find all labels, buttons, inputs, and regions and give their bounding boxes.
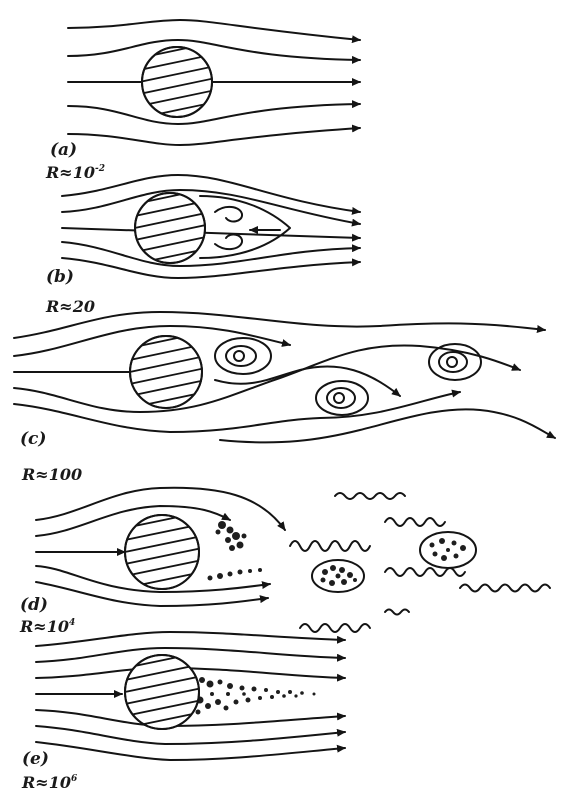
panel-b-streamline bbox=[62, 228, 360, 238]
panel-a-reynolds-exponent: -2 bbox=[95, 164, 105, 174]
panel-b-streamline bbox=[62, 175, 360, 212]
panel-c-reynolds: R≈100 bbox=[22, 462, 82, 484]
panel-c-vortex-1 bbox=[215, 338, 271, 374]
panel-c-streamline bbox=[14, 392, 460, 432]
panel-e-diagram bbox=[36, 632, 345, 760]
panel-d-eddy-right bbox=[420, 532, 476, 568]
panel-b-diagram bbox=[62, 175, 360, 278]
panel-d-eddy-left bbox=[312, 560, 364, 592]
panel-e-reynolds-base: R≈10 bbox=[22, 773, 71, 792]
panel-e-cylinder bbox=[115, 650, 212, 742]
panel-b-streamline bbox=[62, 242, 360, 266]
panel-e-streamline bbox=[36, 726, 345, 744]
panel-c-vortex-2 bbox=[316, 381, 368, 415]
panel-a-streamline bbox=[68, 104, 360, 124]
panel-c-reynolds-base: R≈100 bbox=[22, 465, 82, 484]
panel-a-reynolds: R≈10-2 bbox=[46, 160, 105, 182]
panel-c-vortex-3 bbox=[429, 344, 481, 380]
panel-b-eddy-lower bbox=[215, 235, 242, 250]
panel-c-diagram bbox=[14, 312, 555, 442]
panel-d-diagram bbox=[36, 488, 550, 632]
panel-e-turbulent-wake bbox=[196, 676, 331, 715]
panel-e-streamline bbox=[36, 648, 345, 662]
panel-a-cylinder bbox=[130, 40, 225, 132]
panel-e-reynolds: R≈106 bbox=[22, 770, 77, 792]
panel-d-wavy-line bbox=[385, 568, 465, 576]
panel-c-cylinder bbox=[120, 330, 215, 422]
panel-d-reynolds: R≈104 bbox=[20, 614, 75, 636]
panel-d-cylinder bbox=[115, 510, 212, 602]
panel-a-reynolds-base: R≈10 bbox=[46, 163, 95, 182]
panel-a-streamline bbox=[68, 40, 360, 60]
panel-d-wavy-line bbox=[300, 624, 370, 632]
panel-a-streamline bbox=[68, 128, 360, 145]
panel-a-diagram bbox=[68, 20, 360, 145]
panel-d-wavy-line bbox=[460, 585, 550, 592]
panel-b-reynolds: R≈20 bbox=[46, 294, 95, 316]
panel-e-label: (e) bbox=[22, 750, 49, 768]
panel-e-streamline bbox=[36, 632, 345, 646]
panel-d-wavy-line bbox=[385, 610, 409, 615]
panel-d-reynolds-exponent: 4 bbox=[69, 618, 75, 628]
panel-d-label: (d) bbox=[20, 596, 48, 614]
panel-d-reynolds-base: R≈10 bbox=[20, 617, 69, 636]
panel-d-wavy-line bbox=[290, 541, 370, 551]
panel-c-streamline bbox=[220, 409, 555, 442]
panel-d-wavy-line bbox=[385, 518, 445, 526]
panel-b-label: (b) bbox=[46, 268, 74, 286]
panel-b-streamline bbox=[62, 258, 360, 278]
panel-d-turbulent-wake bbox=[208, 493, 551, 632]
panel-d-wavy-line bbox=[335, 493, 405, 499]
panel-c-label: (c) bbox=[20, 430, 46, 448]
panel-b-eddy-upper bbox=[215, 207, 242, 222]
panel-a-streamline bbox=[68, 20, 360, 40]
panel-e-reynolds-exponent: 6 bbox=[71, 774, 77, 784]
panel-e-streamline bbox=[36, 742, 345, 760]
panel-b-reynolds-base: R≈20 bbox=[46, 297, 95, 316]
panel-a-label: (a) bbox=[50, 141, 77, 159]
panel-b-streamline bbox=[62, 190, 360, 224]
